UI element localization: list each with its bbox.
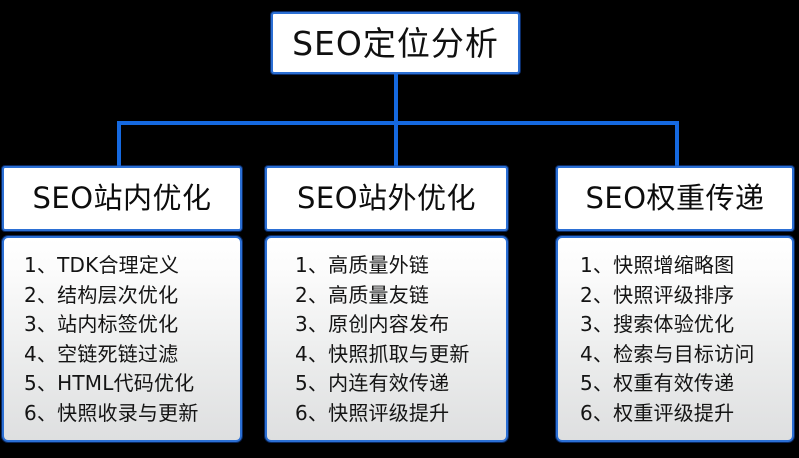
list-item: 5、权重有效传递 [580, 371, 735, 395]
branch-2-item-list: 1、高质量外链 2、高质量友链 3、原创内容发布 4、快照抓取与更新 5、内连有… [267, 251, 506, 428]
connector-drop-to-column-1 [117, 121, 121, 167]
list-item: 1、高质量外链 [295, 253, 430, 277]
list-item: 3、站内标签优化 [24, 312, 179, 336]
list-item: 4、空链死链过滤 [24, 341, 179, 366]
root-node-seo-positioning-analysis: SEO定位分析 [271, 12, 520, 74]
list-item: 6、快照收录与更新 [24, 400, 199, 425]
list-item: 3、搜索体验优化 [580, 312, 735, 336]
list-item: 2、快照评级排序 [580, 282, 735, 307]
branch-header-1-label: SEO站内优化 [32, 181, 212, 215]
list-item: 3、原创内容发布 [295, 312, 450, 336]
list-item: 2、高质量友链 [295, 282, 430, 307]
list-item: 6、权重评级提升 [580, 400, 735, 425]
branch-body-2: 1、高质量外链 2、高质量友链 3、原创内容发布 4、快照抓取与更新 5、内连有… [265, 236, 508, 442]
connector-drop-to-column-2 [394, 121, 398, 167]
branch-header-2: SEO站外优化 [265, 166, 508, 231]
branch-header-2-label: SEO站外优化 [296, 181, 477, 215]
branch-column-1: SEO站内优化 1、TDK合理定义 2、结构层次优化 3、站内标签优化 4、空链… [2, 166, 242, 442]
connector-stem-from-root [394, 74, 398, 123]
list-item: 1、TDK合理定义 [24, 253, 180, 277]
list-item: 2、结构层次优化 [24, 282, 179, 307]
list-item: 6、快照评级提升 [295, 400, 450, 425]
branch-header-3: SEO权重传递 [556, 166, 794, 231]
list-item: 4、检索与目标访问 [580, 341, 755, 366]
branch-body-3: 1、快照增缩略图 2、快照评级排序 3、搜索体验优化 4、检索与目标访问 5、权… [556, 236, 794, 442]
root-node-label: SEO定位分析 [292, 23, 499, 63]
branch-column-3: SEO权重传递 1、快照增缩略图 2、快照评级排序 3、搜索体验优化 4、检索与… [556, 166, 794, 442]
branch-1-item-list: 1、TDK合理定义 2、结构层次优化 3、站内标签优化 4、空链死链过滤 5、H… [4, 251, 240, 428]
connector-horizontal-bar [117, 121, 679, 125]
branch-header-1: SEO站内优化 [2, 166, 242, 231]
branch-header-3-label: SEO权重传递 [585, 181, 765, 215]
branch-body-1: 1、TDK合理定义 2、结构层次优化 3、站内标签优化 4、空链死链过滤 5、H… [2, 236, 242, 442]
list-item: 5、内连有效传递 [295, 371, 450, 395]
list-item: 1、快照增缩略图 [580, 253, 735, 277]
list-item: 4、快照抓取与更新 [295, 341, 470, 366]
list-item: 5、HTML代码优化 [24, 371, 195, 395]
branch-column-2: SEO站外优化 1、高质量外链 2、高质量友链 3、原创内容发布 4、快照抓取与… [265, 166, 508, 442]
connector-drop-to-column-3 [675, 121, 679, 167]
branch-3-item-list: 1、快照增缩略图 2、快照评级排序 3、搜索体验优化 4、检索与目标访问 5、权… [558, 251, 792, 428]
